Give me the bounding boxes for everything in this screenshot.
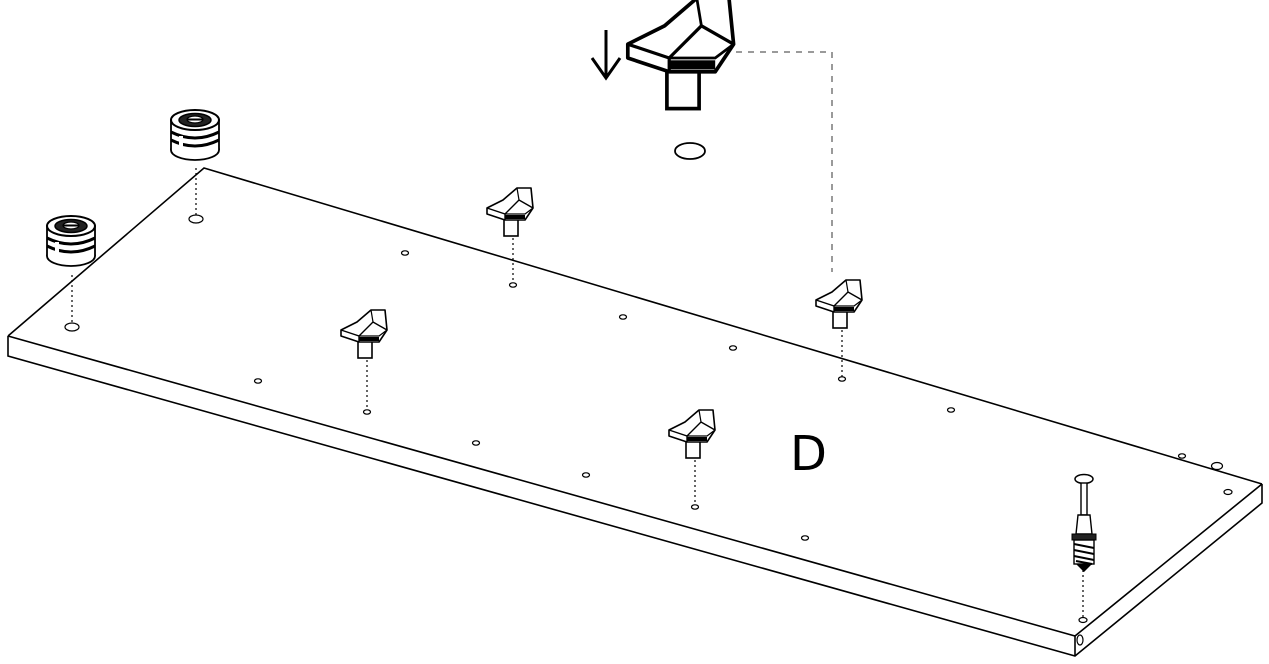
arrow-down-icon: [590, 30, 622, 81]
cam-lock-icon: [45, 214, 97, 268]
part-label: D: [790, 426, 827, 482]
panel-holes: [64, 214, 1233, 646]
hole-detail: [674, 142, 706, 160]
shelf-peg-detail: [625, 0, 736, 111]
guide-lines: [71, 51, 1084, 617]
shelf-peg-icon: [486, 187, 534, 237]
cam-lock-icon: [169, 108, 221, 162]
panel-d: [7, 167, 1263, 657]
shelf-peg-icon: [815, 279, 863, 329]
dowel-screw-icon: [1071, 473, 1097, 572]
